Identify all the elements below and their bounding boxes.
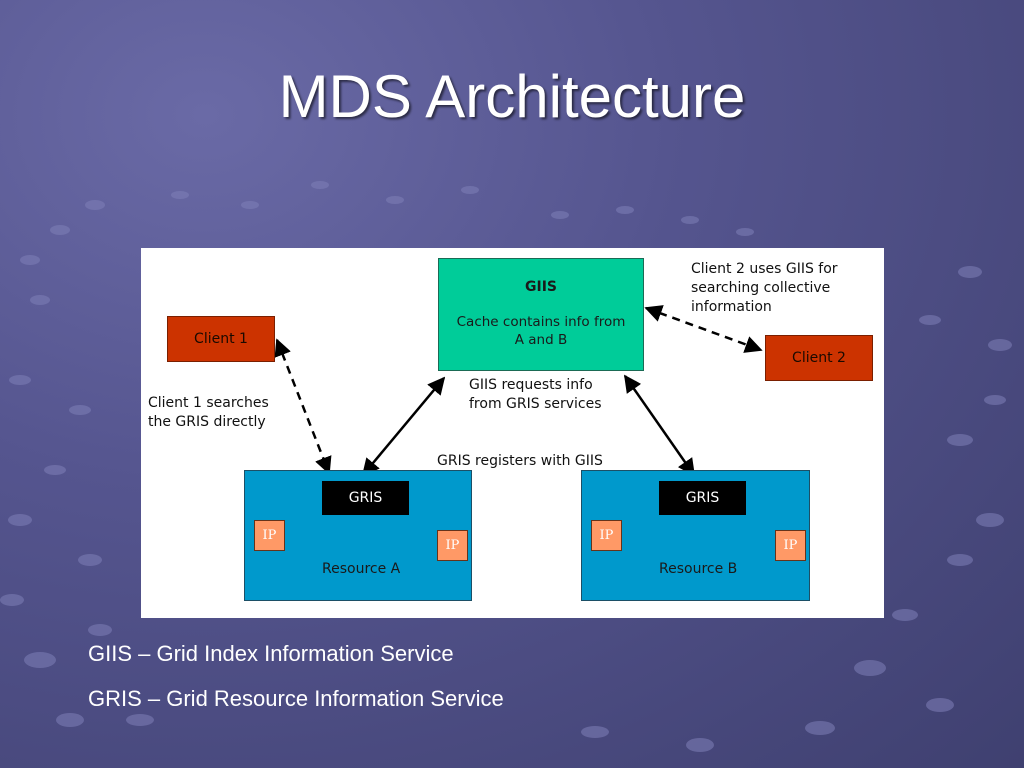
ip-b-left: IP <box>591 520 622 551</box>
gris-b-box: GRIS <box>659 481 746 515</box>
resource-b-label: Resource B <box>659 561 738 577</box>
legend-gris: GRIS – Grid Resource Information Service <box>88 686 504 711</box>
giis-grisb-arrow <box>623 374 696 477</box>
giis-label: GIIS <box>525 279 557 295</box>
giis-box: GIIS Cache contains info from A and B <box>438 258 644 371</box>
giis-grisa-arrow <box>361 376 446 477</box>
slide-title: MDS Architecture <box>278 63 746 130</box>
resource-a-label: Resource A <box>322 561 401 577</box>
giis-description: Cache contains info from A and B <box>456 314 626 348</box>
gris-a-box: GRIS <box>322 481 409 515</box>
client1-gris-arrow <box>274 338 332 475</box>
legend-giis: GIIS – Grid Index Information Service <box>88 641 454 666</box>
resource-b-box: GRIS IP IP Resource B <box>581 470 810 601</box>
gris-registers-note: GRIS registers with GIIS <box>437 453 603 469</box>
ip-a-left: IP <box>254 520 285 551</box>
ip-b-right: IP <box>775 530 806 561</box>
client2-box: Client 2 <box>765 335 873 381</box>
client1-box: Client 1 <box>167 316 275 362</box>
giis-client2-arrow <box>644 305 763 353</box>
ip-a-right: IP <box>437 530 468 561</box>
architecture-diagram: GIIS Cache contains info from A and B Cl… <box>141 248 884 618</box>
resource-a-box: GRIS IP IP Resource A <box>244 470 472 601</box>
client1-note: Client 1 searches the GRIS directly <box>148 395 269 430</box>
giis-requests-note: GIIS requests info from GRIS services <box>469 377 602 412</box>
client2-note: Client 2 uses GIIS for searching collect… <box>691 261 838 315</box>
